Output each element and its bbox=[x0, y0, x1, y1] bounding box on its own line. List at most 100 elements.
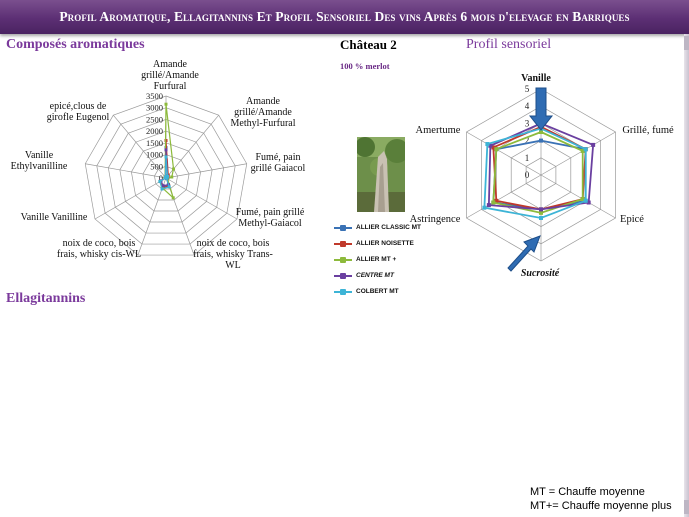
grid-spoke bbox=[466, 131, 542, 176]
data-point bbox=[163, 175, 167, 179]
data-point bbox=[539, 130, 543, 134]
legend-marker bbox=[340, 289, 346, 295]
aroma-axis-label: epicé,clous de girofle Eugenol bbox=[46, 101, 110, 123]
data-point bbox=[161, 184, 165, 188]
legend-label: ALLIER MT + bbox=[356, 256, 397, 263]
tick-label: 5 bbox=[525, 84, 530, 94]
sensory-axis-label: Astringence bbox=[409, 214, 461, 225]
data-point bbox=[491, 200, 496, 205]
legend-marker bbox=[340, 241, 346, 247]
tick-label: 1 bbox=[525, 153, 530, 163]
grid-spoke bbox=[85, 163, 167, 179]
data-point bbox=[164, 102, 168, 106]
tick-label: 1000 bbox=[146, 150, 163, 160]
data-point bbox=[591, 142, 596, 147]
tick-label: 4 bbox=[525, 101, 530, 111]
scroll-mark bbox=[684, 500, 689, 514]
tick-label: 2 bbox=[525, 136, 530, 146]
grid-spoke bbox=[540, 131, 616, 176]
data-point bbox=[170, 175, 174, 179]
legend: ALLIER CLASSIC MT ALLIER NOISETTE ALLIER… bbox=[330, 222, 470, 298]
title-banner bbox=[0, 0, 689, 34]
grid-ring bbox=[107, 119, 225, 234]
sensory-axis-label: Grillé, fumé bbox=[622, 125, 674, 136]
data-point bbox=[164, 148, 168, 152]
legend-label: CENTRE MT bbox=[356, 272, 394, 279]
grid-ring bbox=[96, 107, 236, 245]
data-point bbox=[580, 148, 585, 153]
aroma-axis-label: noix de coco, bois frais, whisky Trans-W… bbox=[193, 238, 273, 271]
legend-marker bbox=[340, 225, 346, 231]
aroma-heading: Composés aromatiques bbox=[6, 37, 145, 52]
data-point bbox=[583, 147, 588, 152]
data-point bbox=[580, 197, 585, 202]
tick-label: 0 bbox=[159, 173, 163, 183]
sensory-radar-chart: 0 1 2 3 4 5 bbox=[466, 84, 616, 272]
arrow-icon bbox=[507, 235, 541, 272]
data-point bbox=[539, 207, 543, 212]
data-point bbox=[166, 174, 170, 178]
aroma-axis-label: Fumé, pain grillé Methyl-Gaiacol bbox=[235, 207, 305, 229]
data-point bbox=[485, 142, 490, 147]
data-point bbox=[486, 203, 491, 208]
merlot-label: 100 % merlot bbox=[340, 61, 390, 71]
tick-label: 1500 bbox=[146, 138, 163, 148]
grid-ring bbox=[142, 154, 190, 201]
series-line bbox=[492, 131, 584, 214]
data-point bbox=[586, 200, 591, 205]
legend-item: ALLIER NOISETTE bbox=[330, 238, 470, 250]
data-point bbox=[171, 196, 175, 200]
page-title: Profil Aromatique, Ellagitannins Et Prof… bbox=[59, 9, 630, 24]
scroll-strip[interactable] bbox=[684, 34, 689, 517]
data-point bbox=[539, 138, 543, 143]
grid-spoke bbox=[113, 114, 167, 179]
ellagitannins-heading: Ellagitannins bbox=[6, 291, 86, 306]
data-point bbox=[158, 180, 162, 184]
sensory-axis-label: Vanille bbox=[521, 73, 551, 84]
data-point bbox=[491, 145, 496, 150]
legend-item: CENTRE MT bbox=[330, 270, 470, 282]
legend-item: ALLIER MT + bbox=[330, 254, 470, 266]
legend-marker bbox=[340, 273, 346, 279]
grid-spoke bbox=[540, 174, 616, 219]
chateau-label: Château 2 bbox=[340, 37, 397, 52]
sensory-axis-label: Sucrosité bbox=[520, 268, 560, 279]
barrel-tree-photo bbox=[357, 137, 405, 212]
tick-label: 500 bbox=[150, 161, 163, 171]
aroma-axis-label: Amande grillé/Amande Methyl-Furfural bbox=[230, 96, 296, 129]
data-point bbox=[583, 198, 588, 203]
grid-ring bbox=[84, 95, 248, 256]
data-point bbox=[494, 198, 499, 203]
legend-item: ALLIER CLASSIC MT bbox=[330, 222, 470, 234]
grid-spoke bbox=[137, 177, 167, 256]
data-point bbox=[539, 210, 543, 215]
grid-ring bbox=[131, 142, 201, 212]
tick-label: 3000 bbox=[146, 103, 163, 113]
series-line bbox=[492, 139, 587, 211]
tick-label: 0 bbox=[525, 170, 530, 180]
tick-label: 2000 bbox=[146, 126, 163, 136]
tick-label: 3 bbox=[525, 118, 530, 128]
legend-label: COLBERT MT bbox=[356, 288, 399, 295]
sensory-axis-label: Amertume bbox=[415, 125, 461, 136]
data-point bbox=[160, 187, 164, 191]
data-point bbox=[494, 147, 499, 152]
aroma-axis-label: Amande grillé/Amande Furfural bbox=[141, 59, 199, 92]
data-point bbox=[164, 155, 168, 159]
aroma-axis-label: Fumé, pain grillé Gaiacol bbox=[250, 152, 306, 174]
aroma-axis-label: Vanille Ethylvanilline bbox=[10, 150, 68, 172]
grid-spoke bbox=[165, 163, 247, 179]
legend-marker bbox=[340, 257, 346, 263]
arrow-icon bbox=[528, 87, 554, 131]
footnote-mt: MT = Chauffe moyenne bbox=[530, 486, 645, 498]
aroma-axis-label: Vanille Vanilline bbox=[20, 212, 88, 223]
legend-label: ALLIER CLASSIC MT bbox=[356, 224, 421, 231]
tick-label: 3500 bbox=[146, 91, 163, 101]
grid-spoke bbox=[466, 174, 542, 219]
sensory-heading: Profil sensoriel bbox=[466, 37, 552, 52]
legend-label: ALLIER NOISETTE bbox=[356, 240, 414, 247]
footnote-mtplus: MT+= Chauffe moyenne plus bbox=[530, 500, 672, 512]
data-point bbox=[539, 216, 543, 220]
legend-item: COLBERT MT bbox=[330, 286, 470, 298]
